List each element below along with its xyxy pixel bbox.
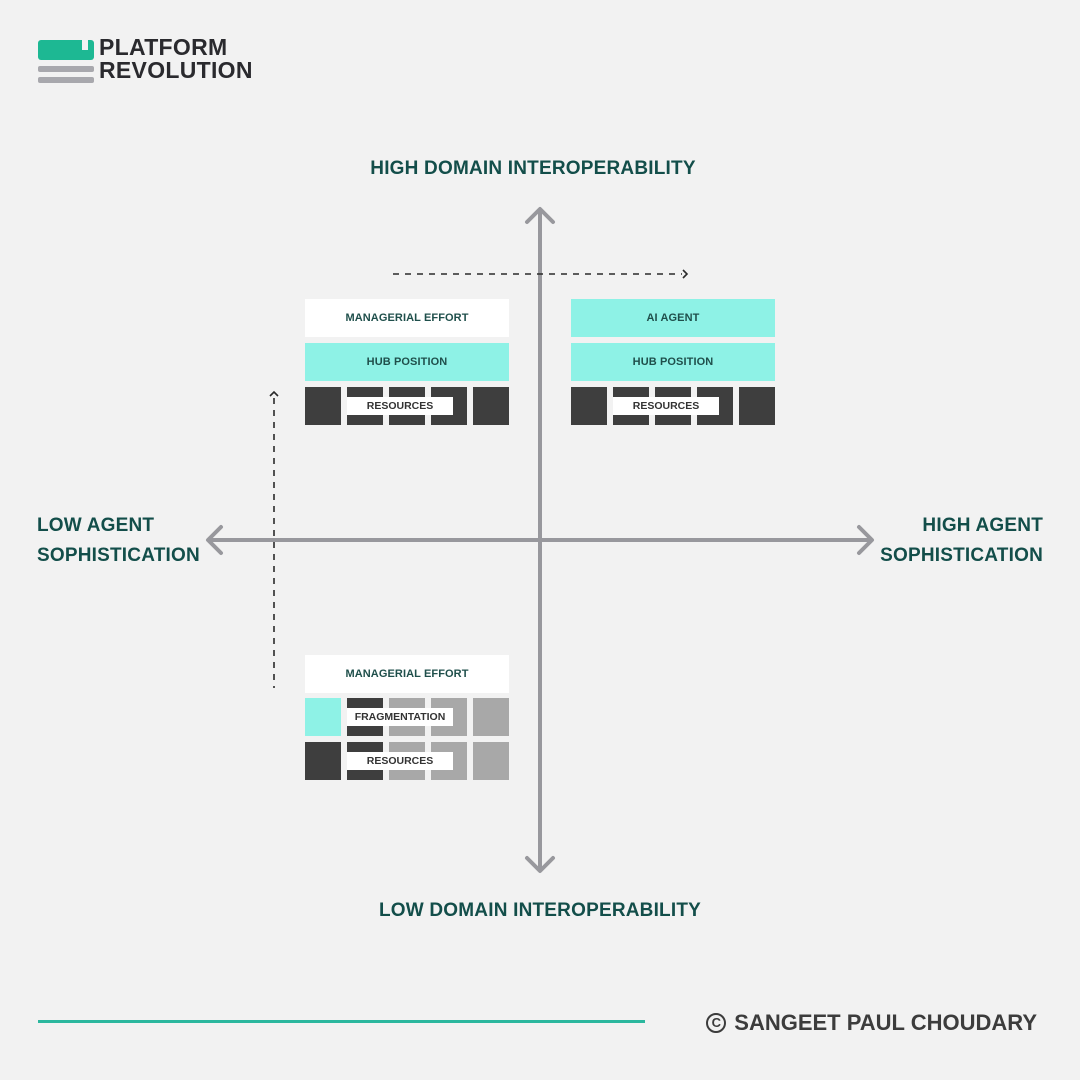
quadrant-bottom-left-stack: MANAGERIAL EFFORT FRAGMENTATION RESOURCE… <box>305 655 509 781</box>
axis-label-high-domain-interoperability: HIGH DOMAIN INTEROPERABILITY <box>370 158 696 179</box>
axis-arrow-right-icon <box>857 525 874 555</box>
copyright-credit: C SANGEET PAUL CHOUDARY <box>706 1008 1037 1038</box>
quadrant-top-right-stack: AI AGENT HUB POSITION RESOURCES <box>571 299 775 425</box>
dashed-arrow-up-icon <box>269 390 279 397</box>
logo-bar-icon <box>38 77 94 83</box>
layer-hub-position: HUB POSITION <box>571 343 775 381</box>
axis-arrow-left-icon <box>206 525 223 555</box>
logo-bar-icon <box>38 66 94 72</box>
quadrant-top-left-stack: MANAGERIAL EFFORT HUB POSITION RESOURCES <box>305 299 509 425</box>
axis-label-line: SOPHISTICATION <box>880 545 1043 566</box>
resources-tag: RESOURCES <box>347 397 453 415</box>
resources-row: RESOURCES <box>305 387 509 425</box>
layer-managerial-effort: MANAGERIAL EFFORT <box>305 299 509 337</box>
resources-row: RESOURCES <box>305 742 509 780</box>
fragment-cell <box>473 698 509 736</box>
logo-line2: REVOLUTION <box>99 57 253 83</box>
resource-cell <box>473 387 509 425</box>
axis-label-line: SOPHISTICATION <box>37 545 200 566</box>
resources-tag: RESOURCES <box>347 752 453 770</box>
credit-name: SANGEET PAUL CHOUDARY <box>734 1010 1037 1035</box>
resource-cell <box>571 387 607 425</box>
axis-arrow-down-icon <box>525 856 555 873</box>
resource-cell <box>473 742 509 780</box>
layer-hub-position: HUB POSITION <box>305 343 509 381</box>
fragmentation-row: FRAGMENTATION <box>305 698 509 736</box>
axis-arrow-up-icon <box>525 207 555 224</box>
resources-row: RESOURCES <box>571 387 775 425</box>
fragmentation-tag: FRAGMENTATION <box>347 708 453 726</box>
layer-ai-agent: AI AGENT <box>571 299 775 337</box>
axis-label-high-agent-sophistication: HIGH AGENT SOPHISTICATION <box>880 511 1043 571</box>
resources-tag: RESOURCES <box>613 397 719 415</box>
logo-mark-icon <box>38 40 94 60</box>
resource-cell <box>305 387 341 425</box>
footer-divider <box>38 1020 645 1023</box>
platform-revolution-logo: PLATFORM REVOLUTION <box>38 36 268 88</box>
resource-cell <box>739 387 775 425</box>
axis-label-line: LOW AGENT <box>37 515 155 536</box>
layer-managerial-effort: MANAGERIAL EFFORT <box>305 655 509 693</box>
logo-line1: PLATFORM <box>99 34 228 60</box>
fragment-cell <box>305 698 341 736</box>
logo-mark-notch <box>82 40 88 50</box>
copyright-icon: C <box>706 1013 727 1033</box>
resource-cell <box>305 742 341 780</box>
axis-label-low-agent-sophistication: LOW AGENT SOPHISTICATION <box>37 511 200 571</box>
axis-label-low-domain-interoperability: LOW DOMAIN INTEROPERABILITY <box>378 900 702 921</box>
logo-wordmark: PLATFORM REVOLUTION <box>99 36 253 82</box>
dashed-arrow-right-icon <box>682 269 689 279</box>
axis-label-line: HIGH AGENT <box>922 515 1043 536</box>
